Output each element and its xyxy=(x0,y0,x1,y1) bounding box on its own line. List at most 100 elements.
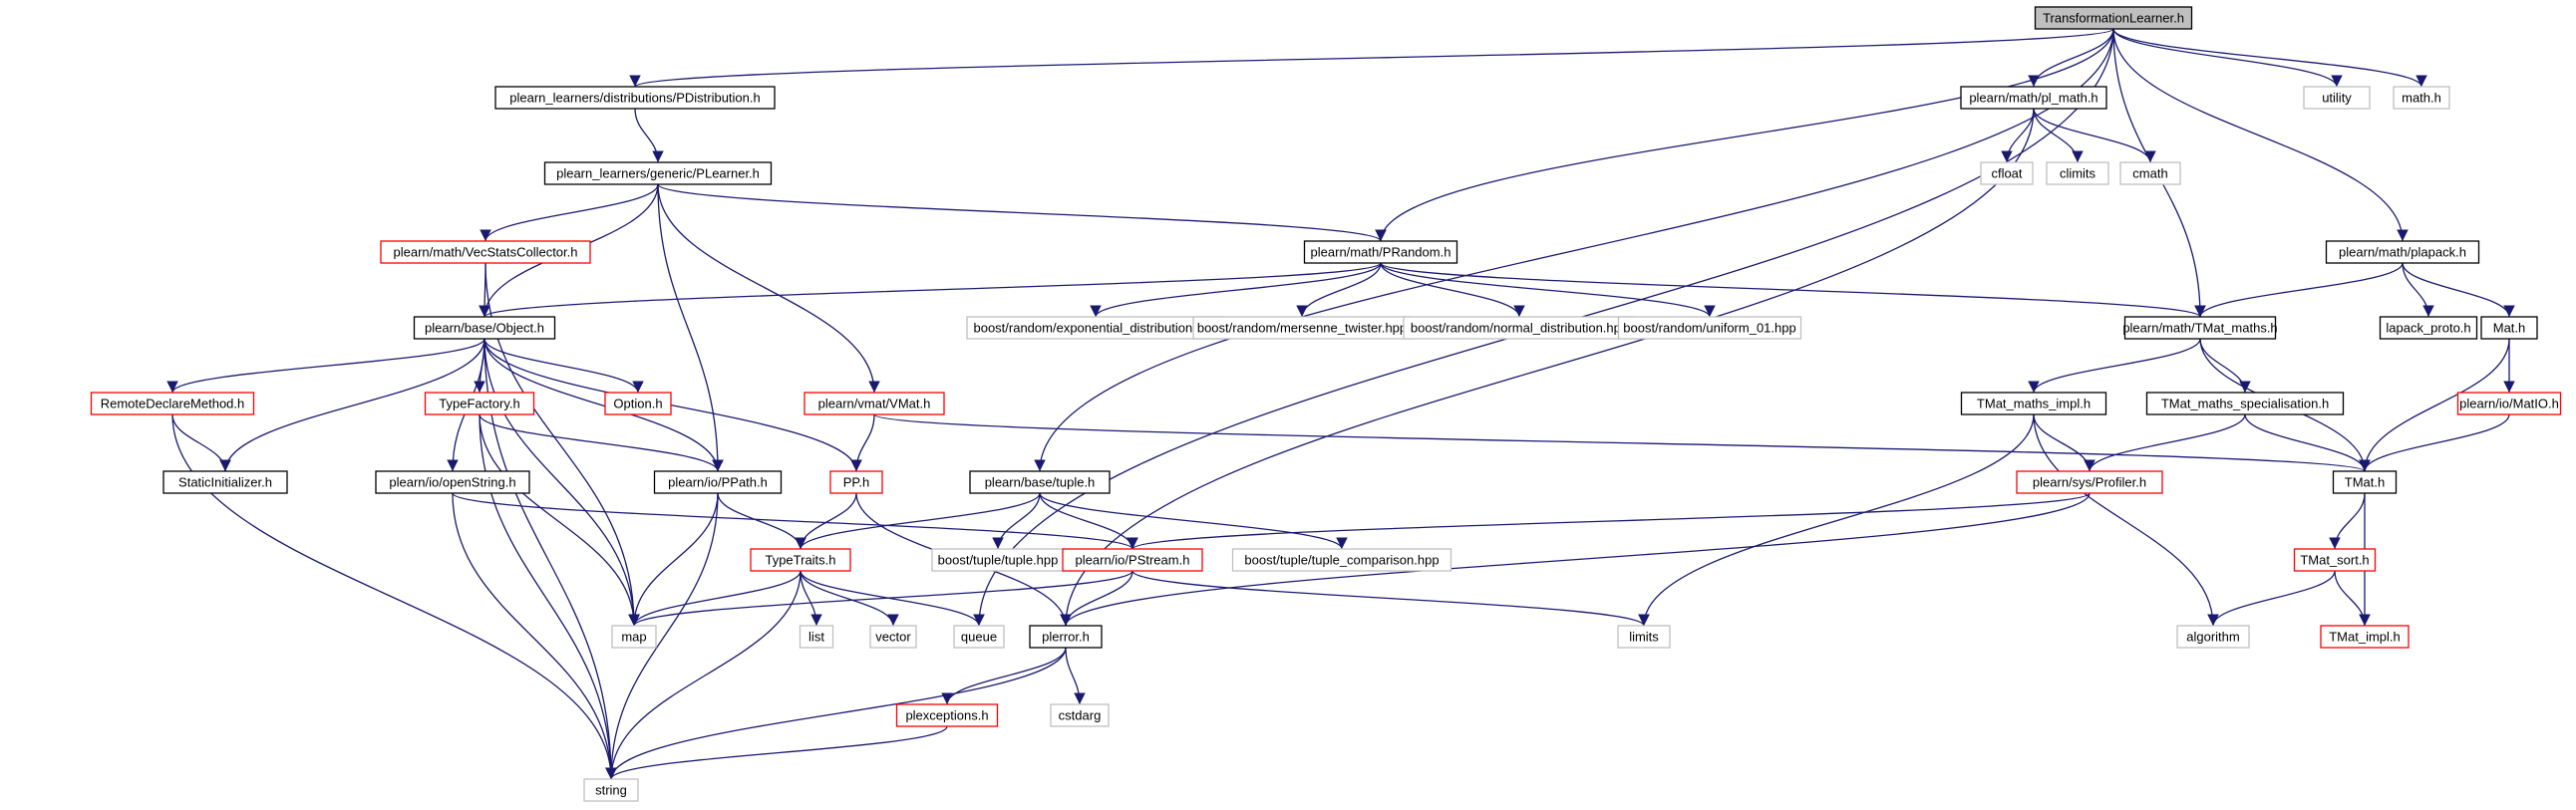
node-box xyxy=(1231,548,1452,572)
node-ppath[interactable]: plearn/io/PPath.h xyxy=(653,470,783,494)
node-tuple[interactable]: plearn/base/tuple.h xyxy=(969,470,1111,494)
node-profiler[interactable]: plearn/sys/Profiler.h xyxy=(2016,470,2163,494)
node-box xyxy=(380,240,591,264)
node-pstream[interactable]: plearn/io/PStream.h xyxy=(1062,548,1203,572)
node-pdist[interactable]: plearn_learners/distributions/PDistribut… xyxy=(494,86,776,110)
edge-remotedecl-to-staticinit xyxy=(171,413,231,472)
node-box xyxy=(869,625,917,649)
node-remotedecl[interactable]: RemoteDeclareMethod.h xyxy=(90,392,255,415)
edge-tmatmathsimpl-to-profiler xyxy=(2033,413,2095,472)
node-prandom[interactable]: plearn/math/PRandom.h xyxy=(1303,240,1458,264)
node-box xyxy=(2303,86,2371,110)
node-plmath[interactable]: plearn/math/pl_math.h xyxy=(1960,86,2107,110)
node-box xyxy=(611,625,657,649)
edge-typefactory-to-map xyxy=(479,413,640,627)
node-label: plearn/math/pl_math.h xyxy=(1969,91,2097,106)
edge-plapack-to-lapackproto xyxy=(2402,262,2434,318)
node-cstdarg: cstdarg xyxy=(1050,703,1110,727)
node-label: utility xyxy=(2322,91,2352,106)
node-box xyxy=(799,625,834,649)
node-staticinit[interactable]: StaticInitializer.h xyxy=(162,470,288,494)
edge-object-to-ppath xyxy=(483,338,724,472)
node-plapack[interactable]: plearn/math/plapack.h xyxy=(2325,240,2480,264)
node-label: string xyxy=(595,783,627,798)
node-utility: utility xyxy=(2303,86,2371,110)
edge-root-to-prandom xyxy=(1375,28,2114,242)
node-map: map xyxy=(611,625,657,649)
edge-tmatmathsspec-to-tmat xyxy=(2244,413,2371,472)
node-label: boost/random/exponential_distribution.hp… xyxy=(973,321,1217,336)
node-box xyxy=(583,778,639,802)
edge-math-to-tmat xyxy=(2359,338,2510,472)
node-label: list xyxy=(808,630,824,645)
node-label: map xyxy=(621,630,646,645)
node-tmatmathsimpl[interactable]: TMat_maths_impl.h xyxy=(1960,392,2107,415)
node-boosttuple: boost/tuple/tuple.hpp xyxy=(931,548,1065,572)
node-option[interactable]: Option.h xyxy=(604,392,672,415)
node-label: boost/random/mersenne_twister.hpp xyxy=(1197,321,1407,336)
edge-prandom-to-expdist xyxy=(1090,262,1382,318)
node-pp[interactable]: PP.h xyxy=(829,470,883,494)
node-tmat[interactable]: TMat.h xyxy=(2332,470,2398,494)
node-label: TypeTraits.h xyxy=(765,553,835,568)
edge-prandom-to-tmatmaths xyxy=(1380,262,2206,318)
node-vmat[interactable]: plearn/vmat/VMat.h xyxy=(804,392,945,415)
node-label: vector xyxy=(875,630,911,645)
node-root[interactable]: TransformationLearner.h xyxy=(2034,6,2193,30)
node-tmatmaths[interactable]: plearn/math/TMat_maths.h xyxy=(2122,316,2278,340)
edge-tmatmaths-to-tmatmathsimpl xyxy=(2028,338,2201,394)
node-label: boost/random/normal_distribution.hpp xyxy=(1411,321,1628,336)
node-label: algorithm xyxy=(2186,630,2239,645)
node-typefactory[interactable]: TypeFactory.h xyxy=(424,392,535,415)
edge-plmath-to-plerror xyxy=(1060,108,2035,627)
node-math[interactable]: Mat.h xyxy=(2480,316,2538,340)
node-box xyxy=(375,470,530,494)
node-box xyxy=(424,392,535,415)
node-box xyxy=(1303,240,1458,264)
node-label: queue xyxy=(961,630,997,645)
node-label: boost/tuple/tuple.hpp xyxy=(938,553,1059,568)
node-box xyxy=(1029,625,1103,649)
node-box xyxy=(1960,392,2107,415)
edge-vmat-to-pp xyxy=(850,413,875,472)
node-label: math.h xyxy=(2402,91,2441,106)
node-lapackproto[interactable]: lapack_proto.h xyxy=(2379,316,2478,340)
node-label: Mat.h xyxy=(2493,321,2526,336)
node-box xyxy=(2119,161,2181,185)
node-mathh: math.h xyxy=(2393,86,2450,110)
edge-root-to-mathh xyxy=(2112,28,2427,88)
node-plexceptions[interactable]: plexceptions.h xyxy=(895,703,999,727)
edge-typetraits-to-map xyxy=(628,570,802,627)
node-label: plearn/vmat/VMat.h xyxy=(818,397,931,411)
node-openstring[interactable]: plearn/io/openString.h xyxy=(375,470,530,494)
node-plerror[interactable]: plerror.h xyxy=(1029,625,1103,649)
node-uniform01: boost/random/uniform_01.hpp xyxy=(1617,316,1802,340)
node-tmatimpl[interactable]: TMat_impl.h xyxy=(2320,625,2410,649)
node-box xyxy=(2034,6,2193,30)
edge-tmatmaths-to-tmatmathsspec xyxy=(2199,338,2251,394)
edge-plapack-to-tmatmaths xyxy=(2194,262,2404,318)
edge-root-to-plapack xyxy=(2112,28,2409,242)
edge-prandom-to-uniform01 xyxy=(1380,262,1716,318)
edge-tuple-to-tuplecomp xyxy=(1039,492,1348,550)
node-vecstats[interactable]: plearn/math/VecStatsCollector.h xyxy=(380,240,591,264)
node-pllearner[interactable]: plearn_learners/generic/PLearner.h xyxy=(543,161,773,185)
edge-plexceptions-to-string xyxy=(605,725,948,780)
node-mersenne: boost/random/mersenne_twister.hpp xyxy=(1192,316,1412,340)
node-object[interactable]: plearn/base/Object.h xyxy=(413,316,556,340)
node-label: climits xyxy=(2060,166,2096,181)
node-tmatsort[interactable]: TMat_sort.h xyxy=(2293,548,2377,572)
node-box xyxy=(1617,625,1671,649)
node-box xyxy=(969,470,1111,494)
node-box xyxy=(750,548,851,572)
node-matio[interactable]: plearn/io/MatIO.h xyxy=(2456,392,2562,415)
node-string: string xyxy=(583,778,639,802)
node-tmatmathsspec[interactable]: TMat_maths_specialisation.h xyxy=(2145,392,2345,415)
node-label: Option.h xyxy=(613,397,662,411)
edge-plerror-to-cstdarg xyxy=(1065,647,1086,705)
node-typetraits[interactable]: TypeTraits.h xyxy=(750,548,851,572)
edge-pstream-to-limits xyxy=(1131,570,1650,627)
node-box xyxy=(90,392,255,415)
node-label: cmath xyxy=(2132,166,2167,181)
